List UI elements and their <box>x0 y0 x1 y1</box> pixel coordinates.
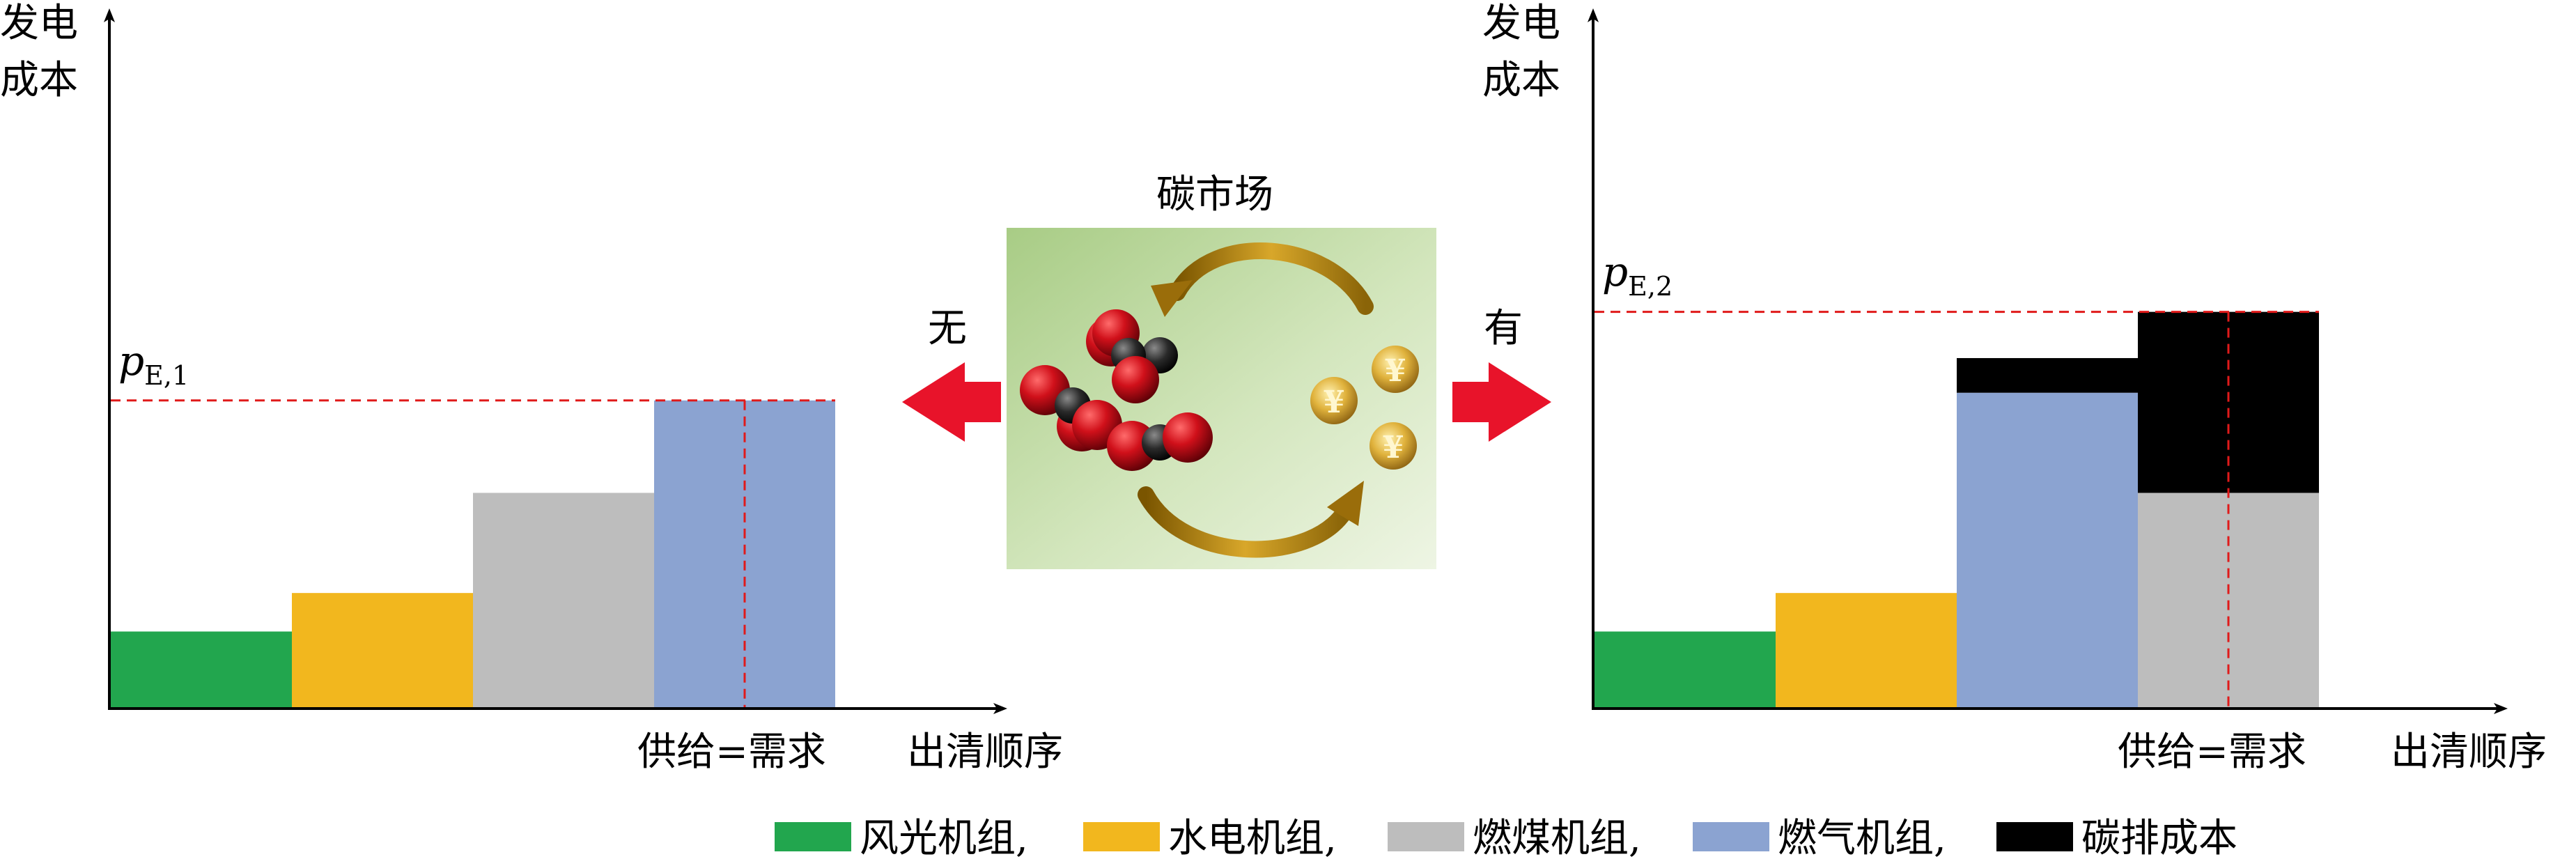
left-bar-3 <box>473 493 654 709</box>
legend-swatch-2 <box>1083 822 1160 851</box>
gold-arrow-top-head <box>1151 280 1193 317</box>
left-equilibrium-label: 供给=需求 <box>637 729 826 775</box>
svg-text:¥: ¥ <box>1324 385 1345 420</box>
legend-label-2: 水电机组, <box>1168 816 1337 861</box>
left-price-label: pE,1 <box>118 337 189 391</box>
svg-text:¥: ¥ <box>1385 353 1406 389</box>
yuan-coin-3: ¥ <box>1370 422 1417 470</box>
left-bars <box>111 400 835 709</box>
right-chart: 发电 成本 pE,2 供给=需求 出清顺序 <box>1482 1 2547 775</box>
right-equilibrium-label: 供给=需求 <box>2118 729 2306 775</box>
left-chart: 发电 成本 pE,1 供给=需求 出清顺序 <box>0 1 1063 775</box>
red-arrow-left-icon <box>902 362 1001 442</box>
co2-molecule-2 <box>1092 309 1159 403</box>
left-x-label: 出清顺序 <box>907 729 1063 775</box>
yuan-coin-2: ¥ <box>1372 346 1419 393</box>
yuan-coin-1: ¥ <box>1310 377 1358 424</box>
right-carbon-cost-bar-3 <box>1957 357 2138 393</box>
right-x-label: 出清顺序 <box>2391 729 2547 775</box>
legend-label-1: 风光机组, <box>860 816 1028 861</box>
right-price-label: pE,2 <box>1602 248 1673 302</box>
legend-swatch-3 <box>1388 822 1464 851</box>
right-bars <box>1595 311 2319 709</box>
right-bar-2 <box>1776 593 1957 709</box>
right-arrow-label: 有 <box>1484 306 1523 351</box>
svg-text:¥: ¥ <box>1383 430 1404 465</box>
legend-label-4: 燃气机组, <box>1778 816 1946 861</box>
red-arrow-right-icon <box>1452 362 1551 442</box>
gold-arrow-top <box>1169 242 1374 315</box>
legend-swatch-1 <box>775 822 851 851</box>
co2-molecule-4 <box>1107 412 1213 471</box>
right-y-label-line1: 发电 <box>1482 1 1560 46</box>
legend-label-5: 碳排成本 <box>2081 816 2237 861</box>
left-y-label-line1: 发电 <box>0 1 78 46</box>
legend-label-3: 燃煤机组, <box>1473 816 1641 861</box>
left-arrow-label: 无 <box>928 306 967 351</box>
carbon-market-panel: 碳市场 ¥ <box>902 172 1551 569</box>
left-bar-2 <box>292 593 473 709</box>
gold-arrow-bottom-head <box>1327 481 1364 526</box>
legend: 风光机组, 水电机组, 燃煤机组, 燃气机组, 碳排成本 <box>775 816 2237 861</box>
legend-swatch-5 <box>1996 822 2073 851</box>
right-bar-3 <box>1957 392 2138 709</box>
left-y-label-line2: 成本 <box>0 58 78 103</box>
gold-arrow-bottom <box>1138 486 1353 558</box>
legend-swatch-4 <box>1693 822 1769 851</box>
left-bar-1 <box>111 631 292 709</box>
carbon-market-title: 碳市场 <box>1156 172 1273 217</box>
right-bar-1 <box>1595 631 1776 709</box>
right-y-label-line2: 成本 <box>1482 58 1560 103</box>
